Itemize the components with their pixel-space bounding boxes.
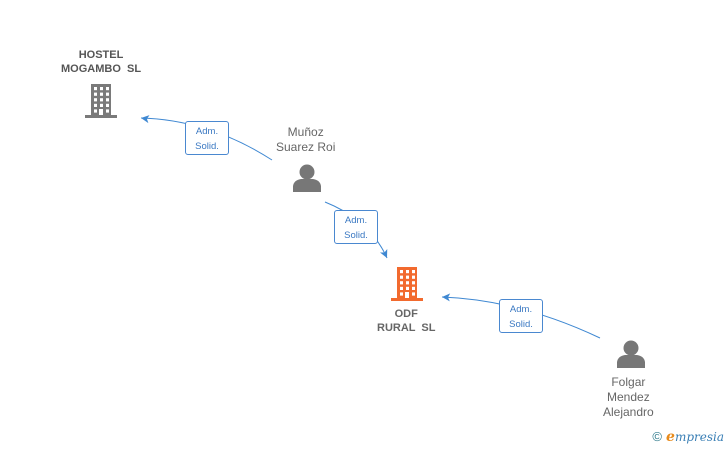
edge-arrow-e2	[379, 249, 388, 258]
relation-label-e2[interactable]: Adm. Solid.	[334, 210, 378, 244]
edge-arrow-e3	[442, 293, 451, 302]
relation-label-e3[interactable]: Adm. Solid.	[499, 299, 543, 333]
node-label-line: Mendez	[607, 390, 650, 404]
edge-arrow-e1	[141, 115, 150, 124]
node-label-line: Alejandro	[603, 405, 654, 419]
person-icon[interactable]	[617, 340, 645, 369]
node-label-line: ODF	[394, 308, 418, 320]
relation-label-line: Adm.	[195, 126, 219, 137]
relation-label-line: Solid.	[344, 230, 368, 241]
node-label-hostel[interactable]: HOSTEL MOGAMBO SL	[61, 48, 141, 76]
relation-label-e1[interactable]: Adm. Solid.	[185, 121, 229, 155]
brand-logo-letter: e	[666, 429, 675, 445]
relation-label-line: Adm.	[344, 215, 368, 226]
copyright-symbol: ©	[652, 429, 663, 444]
node-label-line: HOSTEL	[78, 49, 124, 61]
brand-watermark: ©empresia	[652, 429, 724, 445]
node-label-line: RURAL SL	[377, 322, 436, 334]
node-label-line: Folgar	[611, 375, 646, 389]
node-label-line: Suarez Roi	[276, 140, 336, 154]
node-label-line: MOGAMBO SL	[61, 63, 142, 75]
node-label-odf[interactable]: ODF RURAL SL	[377, 307, 435, 335]
brand-name: mpresia	[674, 430, 724, 444]
person-icon[interactable]	[293, 164, 321, 193]
building-icon[interactable]	[391, 267, 423, 301]
relation-label-line: Solid.	[195, 141, 219, 152]
building-icon[interactable]	[85, 84, 117, 118]
relation-label-line: Adm.	[509, 304, 533, 315]
relation-label-line: Solid.	[509, 319, 533, 330]
node-label-line: Muñoz	[287, 125, 324, 139]
